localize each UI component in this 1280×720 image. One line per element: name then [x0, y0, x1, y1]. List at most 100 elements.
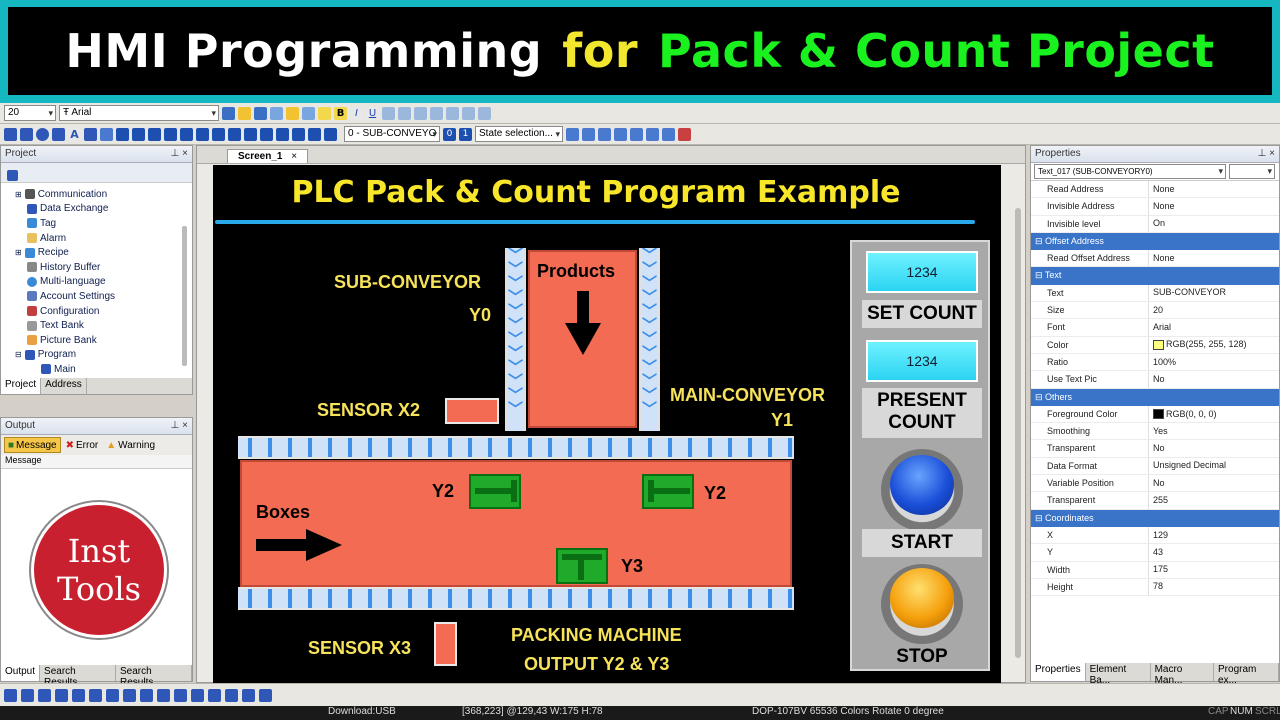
filter-message[interactable]: ■Message [4, 437, 61, 453]
align-bottom-icon[interactable] [157, 688, 170, 702]
collapse-icon[interactable]: ⊟ [1035, 235, 1046, 246]
multistate-icon[interactable] [164, 127, 177, 141]
backward-icon[interactable] [89, 688, 102, 702]
screen-icon[interactable] [662, 127, 675, 141]
property-value[interactable]: No [1149, 475, 1279, 491]
tree-item-multi-language[interactable]: Multi-language [15, 275, 192, 290]
matrix-icon[interactable] [614, 127, 627, 141]
align-right-icon[interactable] [140, 688, 153, 702]
camera-tool-icon[interactable] [308, 127, 321, 141]
toggle-button-icon[interactable] [148, 127, 161, 141]
tree-item-picture-bank[interactable]: Picture Bank [15, 333, 192, 348]
tab-address[interactable]: Address [41, 378, 87, 394]
sensor-x2-indicator[interactable] [445, 398, 499, 424]
on-button-icon[interactable] [116, 127, 129, 141]
tab-program-explorer[interactable]: Program ex... [1214, 663, 1280, 686]
set-count-display[interactable]: 1234 [866, 251, 978, 293]
tree-item-main[interactable]: Main [15, 362, 192, 377]
table-data-icon[interactable] [292, 127, 305, 141]
sub-conveyor-right[interactable]: ﹀﹀﹀﹀﹀﹀﹀﹀﹀﹀﹀﹀ [639, 248, 660, 431]
present-count-display[interactable]: 1234 [866, 340, 978, 382]
property-value[interactable]: 20 [1149, 302, 1279, 318]
pin-close-icon[interactable]: ⊥ × [170, 148, 188, 159]
main-conveyor-bottom[interactable] [238, 587, 794, 610]
group-text[interactable]: ⊟ Text [1031, 267, 1279, 285]
keypad-tool-icon[interactable] [276, 127, 289, 141]
tab-properties[interactable]: Properties [1031, 663, 1086, 681]
property-value[interactable]: 175 [1149, 562, 1279, 578]
tree-item-account-settings[interactable]: Account Settings [15, 289, 192, 304]
align-left-icon[interactable] [382, 106, 395, 120]
tree-item-communication[interactable]: ⊞Communication [15, 187, 192, 202]
tab-macro-manager[interactable]: Macro Man... [1151, 663, 1215, 686]
trend-tool-icon[interactable] [244, 127, 257, 141]
tab-search-results-1[interactable]: Search Results... [40, 665, 117, 688]
align-center-icon[interactable] [106, 688, 119, 702]
collapse-icon[interactable]: ⊟ [15, 350, 22, 360]
grid-tool-icon[interactable] [100, 127, 113, 141]
sub-conveyor-left[interactable]: ﹀﹀﹀﹀﹀﹀﹀﹀﹀﹀﹀﹀ [505, 248, 526, 431]
italic-icon[interactable]: I [350, 106, 363, 120]
close-screen-icon[interactable] [678, 127, 691, 141]
group-icon[interactable] [462, 106, 475, 120]
property-value[interactable]: SUB-CONVEYOR [1149, 285, 1279, 301]
sensor-x3-indicator[interactable] [434, 622, 457, 666]
tree-item-program[interactable]: ⊟Program [15, 348, 192, 363]
import-icon[interactable] [630, 127, 643, 141]
property-value[interactable]: RGB(0, 0, 0) [1149, 406, 1279, 422]
font-size-combo[interactable]: 20 [4, 105, 56, 121]
expand-icon[interactable]: ⊞ [15, 189, 22, 199]
circle-tool-icon[interactable] [36, 127, 49, 141]
group-others[interactable]: ⊟ Others [1031, 388, 1279, 406]
send-back-icon[interactable] [55, 688, 68, 702]
tab-screen-1[interactable]: Screen_1 × [227, 149, 309, 163]
stop-button[interactable] [890, 568, 954, 628]
collapse-icon[interactable]: ⊟ [1035, 512, 1046, 523]
tree-item-history-buffer[interactable]: History Buffer [15, 260, 192, 275]
expand-icon[interactable]: ⊞ [15, 248, 22, 258]
color-swatch-icon[interactable] [1153, 409, 1164, 419]
line-tool-icon[interactable] [4, 127, 17, 141]
text-top-icon[interactable] [270, 106, 283, 120]
main-conveyor-top[interactable] [238, 436, 794, 459]
set-button-icon[interactable] [132, 127, 145, 141]
v-space-icon[interactable] [242, 688, 255, 702]
highlight-text-icon[interactable] [238, 106, 251, 120]
group-offset-address[interactable]: ⊟ Offset Address [1031, 232, 1279, 251]
property-value[interactable]: None [1149, 181, 1279, 197]
bring-front-icon[interactable] [38, 688, 51, 702]
redo-icon[interactable] [598, 127, 611, 141]
polyline-tool-icon[interactable] [52, 127, 65, 141]
underline-icon[interactable]: U [366, 106, 379, 120]
numeric-display-icon[interactable] [212, 127, 225, 141]
property-value[interactable]: 43 [1149, 544, 1279, 560]
y2-right-pusher[interactable] [642, 474, 694, 509]
tab-close-icon[interactable]: × [291, 151, 298, 162]
align-left-icon[interactable] [4, 688, 17, 702]
chart-tool-icon[interactable] [228, 127, 241, 141]
fill-color-icon[interactable] [318, 106, 331, 120]
font-name-combo[interactable]: Ŧ Arial [59, 105, 219, 121]
bold-icon[interactable]: B [334, 106, 347, 120]
property-value[interactable]: 100% [1149, 354, 1279, 370]
export-icon[interactable] [646, 127, 659, 141]
property-value[interactable]: RGB(255, 255, 128) [1149, 337, 1279, 353]
property-value[interactable]: None [1149, 250, 1279, 266]
editor-vscrollbar[interactable] [1015, 208, 1021, 658]
tab-project[interactable]: Project [1, 378, 42, 394]
tab-search-results-2[interactable]: Search Results... [116, 665, 192, 688]
state-0-icon[interactable]: 0 [443, 127, 456, 141]
y2-left-pusher[interactable] [469, 474, 521, 509]
